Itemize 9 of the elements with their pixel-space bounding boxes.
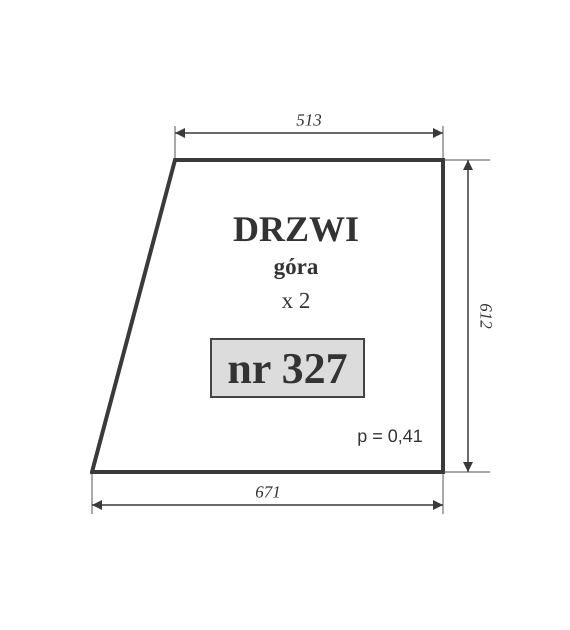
dimension-label: 671	[255, 484, 281, 500]
glass-pane-outline	[90, 158, 446, 475]
dimension-label: 513	[296, 112, 322, 128]
part-name: DRZWI	[232, 208, 360, 250]
part-number-box: nr 327	[210, 338, 365, 398]
dimension-label: 612	[478, 303, 494, 329]
thickness-note: p = 0,41	[357, 426, 423, 447]
part-position: góra	[274, 254, 318, 280]
quantity: x 2	[282, 288, 310, 314]
